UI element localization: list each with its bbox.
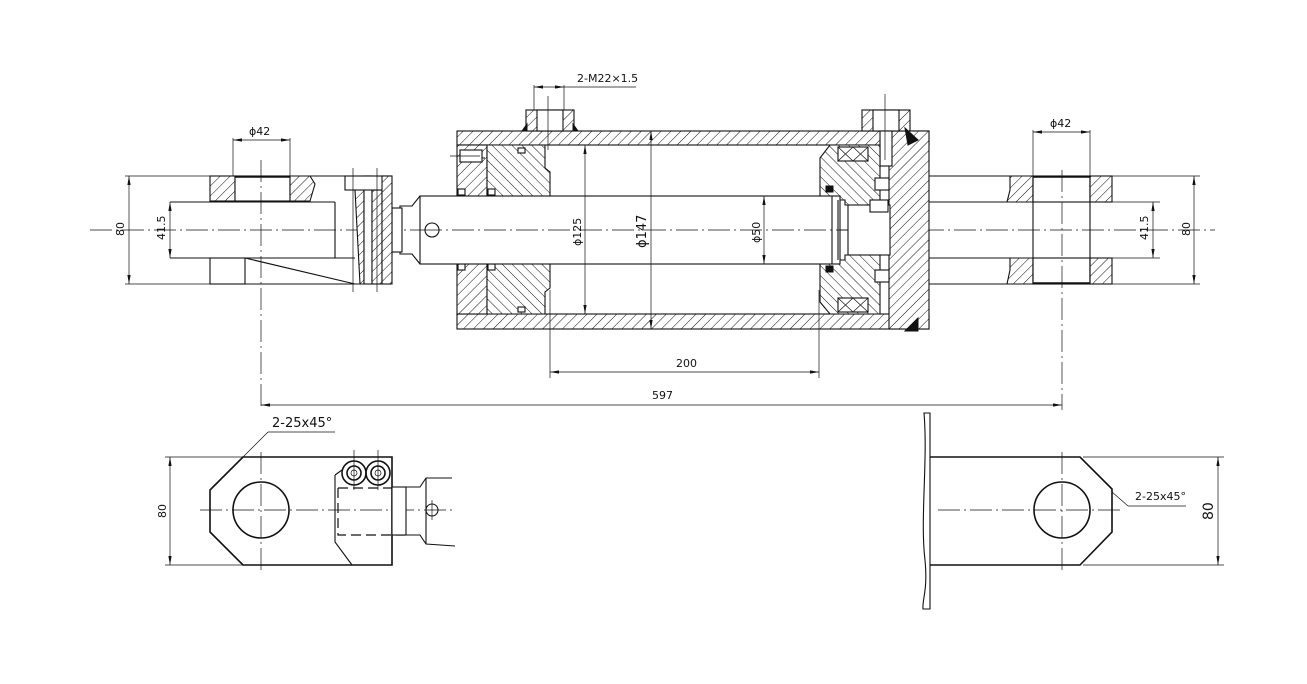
front-gland xyxy=(450,144,551,315)
bottom-right-view: 2-25x45° 80 xyxy=(922,412,1224,610)
barrel-diameter-label: ϕ147 xyxy=(635,215,650,248)
port-left xyxy=(521,96,579,150)
bottom-left-height-label: 80 xyxy=(156,504,169,518)
overall-length-label: 597 xyxy=(652,389,673,402)
length-dimensions: 200 597 xyxy=(261,290,1062,407)
port-callout-text: 2-M22×1.5 xyxy=(577,72,638,85)
left-pin-diameter-label: ϕ42 xyxy=(249,125,270,138)
left-height-label: 80 xyxy=(114,222,127,236)
right-clevis-dimensions: ϕ42 80 41.5 xyxy=(1032,117,1200,285)
right-chamfer-callout: 2-25x45° xyxy=(1135,490,1186,503)
main-section-view: 2-M22×1.5 xyxy=(90,72,1215,410)
right-clevis xyxy=(929,170,1113,410)
port-dimension: 2-M22×1.5 xyxy=(533,72,638,110)
diameter-dimensions: ϕ125 ϕ147 ϕ50 xyxy=(571,131,766,329)
rod-diameter-label: ϕ50 xyxy=(750,222,763,243)
left-clevis xyxy=(170,160,393,410)
right-slot-label: 41.5 xyxy=(1138,216,1151,241)
port-right xyxy=(861,94,919,332)
left-clevis-dimensions: ϕ42 80 41.5 xyxy=(114,125,291,285)
bore-diameter-label: ϕ125 xyxy=(571,218,584,246)
stroke-label: 200 xyxy=(676,357,697,370)
right-pin-diameter-label: ϕ42 xyxy=(1050,117,1071,130)
piston-assembly xyxy=(819,144,891,315)
bottom-right-height-label: 80 xyxy=(1201,502,1217,520)
left-slot-label: 41.5 xyxy=(155,216,168,241)
left-chamfer-callout: 2-25x45° xyxy=(272,416,332,431)
bottom-left-view: 2-25x45° 80 xyxy=(156,416,456,570)
right-height-label: 80 xyxy=(1180,222,1193,236)
piston-rod xyxy=(391,195,848,265)
